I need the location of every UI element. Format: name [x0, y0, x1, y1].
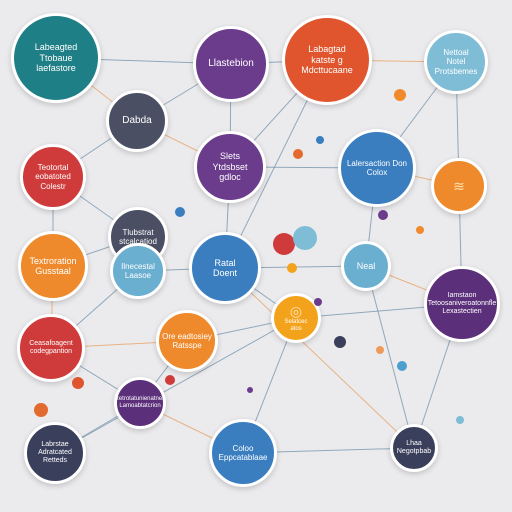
node-label-line: codegpantion	[29, 348, 73, 355]
node-label-line: laefastore	[36, 63, 76, 74]
edge-n14-n22	[365, 265, 415, 449]
decorative-dot	[378, 210, 388, 220]
node-label-line: katste g	[311, 54, 343, 65]
node-label-line: Lamoabtatcrion	[119, 403, 161, 409]
node-n9: ≋	[431, 158, 487, 214]
node-label-line: Ratal	[214, 257, 236, 268]
decorative-dot	[273, 233, 295, 255]
node-label-line: Labrstae	[41, 440, 69, 448]
node-n2: Llastebion	[193, 26, 269, 102]
node-label-line: Lalersaction Don	[346, 158, 408, 168]
node-label-line: Labagtad	[308, 44, 346, 55]
node-label-line: Lexastectien	[442, 308, 482, 316]
decorative-dot	[72, 377, 84, 389]
node-label-line: Iamstaon	[447, 291, 477, 299]
node-label-line: Negotpbab	[396, 448, 432, 455]
node-label-line: atos	[290, 326, 302, 333]
edge-n13-n22	[224, 267, 415, 449]
fingerprint-icon: ≋	[453, 177, 465, 194]
node-label-line: eobatoted	[35, 172, 71, 182]
node-label-line: Colestr	[40, 181, 66, 191]
node-label-line: Textroration	[29, 255, 77, 266]
node-label-line: Doent	[212, 268, 238, 278]
node-label-line: Ttobaue	[39, 52, 73, 63]
node-label-line: Slets	[219, 151, 240, 162]
node-label-line: Eppcatablaae	[218, 453, 268, 462]
node-label-line: Protsbemes	[434, 66, 478, 76]
node-label-line: Ytdsbset	[212, 161, 248, 172]
edge-n16-n20	[54, 317, 297, 454]
node-label-line: Llastebion	[208, 58, 254, 70]
decorative-dot	[314, 298, 322, 306]
node-label-line: Teotortal	[37, 163, 69, 173]
node-label-line: stcalcatiod	[119, 237, 157, 246]
node-label-line: Notel	[446, 57, 466, 67]
node-n14: Neal	[341, 241, 391, 291]
decorative-dot	[34, 403, 48, 417]
decorative-dot	[316, 136, 324, 144]
node-label-line: Colox	[366, 168, 388, 177]
decorative-dot	[287, 263, 297, 273]
node-label-line: Ore eadtosiey	[162, 331, 212, 341]
decorative-dot	[416, 226, 424, 234]
node-label-line: Coloo	[232, 443, 254, 453]
decorative-dot	[293, 226, 317, 250]
node-label-line: Lhaa	[406, 439, 422, 447]
node-label-line: Nettoal	[443, 48, 469, 58]
node-label-line: Ratsspe	[172, 341, 202, 350]
node-label-line: Gusstaal	[35, 266, 71, 276]
node-label-line: Tlubstrat	[122, 227, 154, 237]
node-label-line: Tetoosaniveroatonnfle	[427, 299, 497, 307]
node-label-line: Labeagted	[34, 42, 78, 53]
decorative-dot	[334, 336, 346, 348]
node-label-line: Ceasafoagent	[29, 339, 73, 347]
node-label-line: Laasoe	[124, 271, 152, 280]
node-label-line: gdloc	[219, 172, 241, 183]
decorative-dot	[165, 375, 175, 385]
node-label-line: Retteds	[42, 457, 68, 465]
decorative-dot	[293, 149, 303, 159]
decorative-dot	[247, 387, 253, 393]
node-label-line: Retrotatunienatnen	[114, 396, 166, 403]
decorative-dot	[394, 89, 406, 101]
node-label-line: Adratcated	[38, 448, 72, 456]
node-n5: Dabda	[106, 90, 168, 152]
node-label-line: Ilnecestal	[121, 261, 155, 271]
decorative-dot	[175, 207, 185, 217]
decorative-dot	[456, 416, 464, 424]
decorative-dot	[376, 346, 384, 354]
node-label-line: Selatcec	[284, 319, 308, 326]
node-label-line: Dabda	[122, 115, 152, 127]
node-label-line: Mdcttucaane	[301, 65, 353, 76]
decorative-dot	[397, 361, 407, 371]
node-label-line: Neal	[356, 260, 376, 271]
ring-icon: ◎	[289, 303, 303, 320]
